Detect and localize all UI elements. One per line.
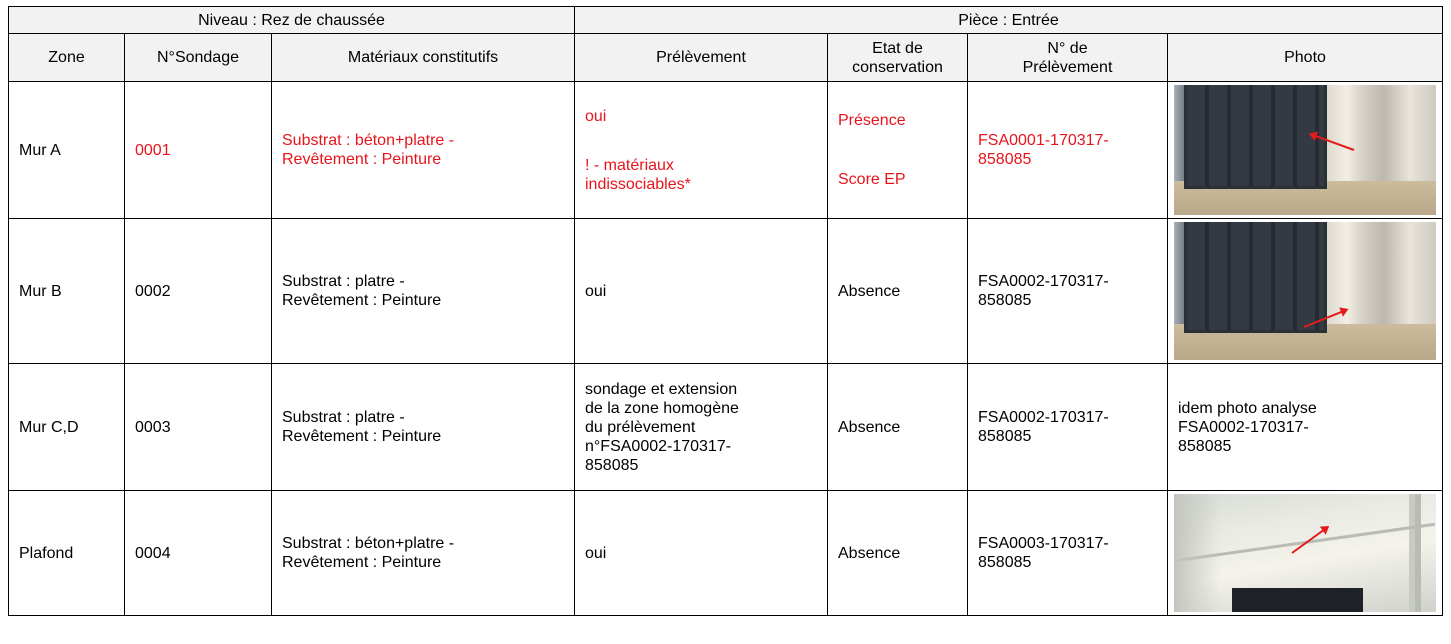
- etat-cell: Absence: [827, 363, 968, 491]
- zone-cell: Mur B: [8, 218, 125, 364]
- table-row: Mur C,D 0003 Substrat : platre - Revêteme…: [8, 363, 1443, 491]
- num-line2: 858085: [978, 292, 1032, 309]
- materiaux-line2: Revêtement : Peinture: [282, 151, 442, 168]
- num-prelevement-cell: FSA0003-170317- 858085: [967, 490, 1168, 616]
- materiaux-cell: Substrat : platre - Revêtement : Peinture: [271, 218, 575, 364]
- num-line2: 858085: [978, 554, 1032, 571]
- header-num-line2: Prélèvement: [1022, 58, 1113, 76]
- header-photo: Photo: [1167, 33, 1443, 82]
- header-materiaux: Matériaux constitutifs: [271, 33, 575, 82]
- room-label: Pièce : Entrée: [574, 6, 1443, 34]
- materiaux-line2: Revêtement : Peinture: [282, 554, 442, 571]
- table-row: Mur A 0001 Substrat : béton+platre - Revê…: [8, 81, 1443, 219]
- photo-cell: [1167, 218, 1443, 364]
- header-etat-line2: conservation: [852, 58, 943, 76]
- num-prelevement-cell: FSA0001-170317- 858085: [967, 81, 1168, 219]
- level-label: Niveau : Rez de chaussée: [8, 6, 575, 34]
- num-line1: FSA0002-170317-: [978, 273, 1109, 290]
- etat-line1: Présence: [838, 112, 906, 129]
- sondage-cell: 0001: [124, 81, 272, 219]
- materiaux-line2: Revêtement : Peinture: [282, 428, 442, 445]
- etat-line2: Score EP: [838, 171, 906, 188]
- sondage-cell: 0003: [124, 363, 272, 491]
- num-line1: FSA0002-170317-: [978, 409, 1109, 426]
- prelevement-cell: sondage et extension de la zone homogène…: [574, 363, 828, 491]
- photo-cell: [1167, 490, 1443, 616]
- photo-note-line2: FSA0002-170317-: [1178, 418, 1309, 436]
- prelevement-line2: ! - matériaux: [585, 156, 674, 174]
- photo-note-line1: idem photo analyse: [1178, 399, 1317, 417]
- sondage-cell: 0002: [124, 218, 272, 364]
- wall-corner-photo[interactable]: [1174, 222, 1436, 360]
- num-line2: 858085: [978, 151, 1032, 168]
- ceiling-photo[interactable]: [1174, 494, 1436, 612]
- prelevement-line1: oui: [585, 107, 607, 125]
- sondage-cell: 0004: [124, 490, 272, 616]
- zone-cell: Plafond: [8, 490, 125, 616]
- header-etat-line1: Etat de: [872, 39, 923, 57]
- materiaux-cell: Substrat : béton+platre - Revêtement : Pe…: [271, 490, 575, 616]
- header-num-line1: N° de: [1047, 39, 1088, 57]
- zone-cell: Mur C,D: [8, 363, 125, 491]
- table-row: Mur B 0002 Substrat : platre - Revêtement…: [8, 218, 1443, 364]
- photo-cell: [1167, 81, 1443, 219]
- header-zone: Zone: [8, 33, 125, 82]
- prelevement-line4: n°FSA0002-170317-: [585, 437, 732, 455]
- num-line1: FSA0003-170317-: [978, 535, 1109, 552]
- materiaux-line1: Substrat : béton+platre -: [282, 535, 455, 552]
- num-line1: FSA0001-170317-: [978, 132, 1109, 149]
- etat-cell: Absence: [827, 490, 968, 616]
- photo-note-line3: 858085: [1178, 437, 1232, 455]
- prelevement-line5: 858085: [585, 456, 639, 474]
- table-row: Plafond 0004 Substrat : béton+platre - Re…: [8, 490, 1443, 616]
- materiaux-line2: Revêtement : Peinture: [282, 292, 442, 309]
- prelevement-cell: oui ! - matériaux indissociables*: [574, 81, 828, 219]
- etat-cell: Présence Score EP: [827, 81, 968, 219]
- prelevement-line3: indissociables*: [585, 175, 691, 193]
- materiaux-line1: Substrat : platre -: [282, 273, 405, 290]
- etat-cell: Absence: [827, 218, 968, 364]
- level-room-band: Niveau : Rez de chaussée Pièce : Entrée: [8, 6, 1443, 34]
- header-prelevement: Prélèvement: [574, 33, 828, 82]
- prelevement-line3: du prélèvement: [585, 418, 696, 436]
- materiaux-cell: Substrat : platre - Revêtement : Peinture: [271, 363, 575, 491]
- zone-cell: Mur A: [8, 81, 125, 219]
- num-prelevement-cell: FSA0002-170317- 858085: [967, 218, 1168, 364]
- num-prelevement-cell: FSA0002-170317- 858085: [967, 363, 1168, 491]
- materiaux-cell: Substrat : béton+platre - Revêtement : Pe…: [271, 81, 575, 219]
- prelevement-line2: de la zone homogène: [585, 399, 739, 417]
- prelevement-cell: oui: [574, 218, 828, 364]
- num-line2: 858085: [978, 428, 1032, 445]
- header-sondage: N°Sondage: [124, 33, 272, 82]
- diagnostic-table: Niveau : Rez de chaussée Pièce : Entrée …: [8, 6, 1443, 616]
- column-headers: Zone N°Sondage Matériaux constitutifs Pr…: [8, 33, 1443, 82]
- wall-corner-photo[interactable]: [1174, 85, 1436, 215]
- materiaux-line1: Substrat : béton+platre -: [282, 132, 455, 149]
- materiaux-line1: Substrat : platre -: [282, 409, 405, 426]
- prelevement-line1: sondage et extension: [585, 380, 738, 398]
- prelevement-cell: oui: [574, 490, 828, 616]
